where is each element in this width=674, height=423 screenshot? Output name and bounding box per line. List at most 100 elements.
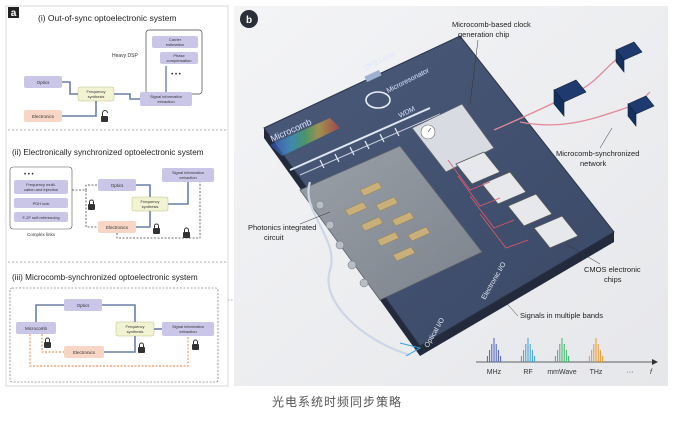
lock-icon-closed-2a xyxy=(88,199,95,210)
freq-mult-label-1: Frequency multi- xyxy=(26,182,56,187)
optics-box-3 xyxy=(64,299,102,311)
panel-b: b Microcomb DFB Laser Microresonator WDM xyxy=(234,6,668,386)
link-optics-freq-2 xyxy=(136,184,151,197)
clock-hand xyxy=(427,127,432,133)
frequency-label-1a: Frequency xyxy=(87,89,106,94)
phase-label-2: compensation xyxy=(167,58,192,63)
lock-icon-closed-2b xyxy=(153,223,160,234)
optics-box-1 xyxy=(24,76,62,88)
freq-mult-box xyxy=(14,180,68,194)
dsp-dots: • • • xyxy=(171,72,181,78)
signal-label-1b: extraction xyxy=(157,99,174,104)
signals-leader xyxy=(499,295,519,317)
panel-a-label-box xyxy=(8,7,19,18)
spectrum-band-label: MHz xyxy=(487,369,502,376)
complex-dots: • • • xyxy=(24,172,34,178)
signal-label-3b: extraction xyxy=(179,329,196,334)
electronics-label-3: Electronics xyxy=(73,350,96,355)
link-freq-signal-2 xyxy=(168,182,189,205)
link-optics-freq-3 xyxy=(102,304,136,322)
comb-sync-link-outer xyxy=(29,334,189,367)
panel-a-label: a xyxy=(11,8,17,19)
frequency-label-2b: synthesis xyxy=(142,204,159,209)
microcomb-box xyxy=(16,322,56,334)
waveguide-bus xyxy=(289,107,431,171)
spectrum-axis-arrow xyxy=(652,359,658,365)
microcomb-beam xyxy=(270,118,340,156)
optical-fiber xyxy=(307,181,411,357)
heavy-dsp-label: Heavy DSP xyxy=(112,53,139,59)
pic-couplers xyxy=(315,200,369,288)
panel-a: a (i) Out-of-sync optoelectronic system … xyxy=(5,5,229,387)
carrier-label-2: estimation xyxy=(166,42,184,47)
cmos-callout-1: CMOS electronic xyxy=(584,265,641,274)
phase-box xyxy=(160,52,198,64)
comb-sync-link-inner xyxy=(41,334,64,353)
link-comb-optics xyxy=(35,304,64,322)
network-node-1-side xyxy=(553,89,565,117)
signal-label-3a: Signal information xyxy=(172,324,204,329)
dashed-link-bottom xyxy=(116,182,201,239)
dashed-link-electronics xyxy=(85,190,98,228)
frequency-label-2a: Frequency xyxy=(141,199,160,204)
signals-callout: Signals in multiple bands xyxy=(520,311,603,320)
wdm-taps xyxy=(319,127,400,169)
pic-modulators xyxy=(344,181,431,262)
photonics-callout-1: Photonics integrated xyxy=(248,223,316,232)
link-freq-signal-1 xyxy=(114,93,140,100)
lock-icon-closed-3c xyxy=(192,339,199,350)
signal-label-1a: Signal information xyxy=(150,94,182,99)
section-electronically-sync: (ii) Electronically synchronized optoele… xyxy=(9,148,214,239)
section3-title: (iii) Microcomb-synchronized optoelectro… xyxy=(12,273,198,282)
electronics-label-2: Electronics xyxy=(106,225,129,230)
signal-box-2 xyxy=(162,168,214,182)
figure-caption: 光电系统时频同步策略 xyxy=(271,395,402,409)
dashed-link-optics xyxy=(72,184,98,191)
section-microcomb-sync: (iii) Microcomb-synchronized optoelectro… xyxy=(9,273,219,383)
complex-links-label: Complex links xyxy=(27,232,56,237)
section-out-of-sync: (i) Out-of-sync optoelectronic system He… xyxy=(24,13,203,122)
network-callout-1: Microcomb-synchronized xyxy=(556,149,639,158)
cmos-chip-3 xyxy=(507,193,553,227)
cmos-traces xyxy=(447,159,529,249)
cmos-leader xyxy=(565,243,601,265)
network-leader xyxy=(599,127,613,149)
link-electronics-freq-1 xyxy=(62,101,97,117)
cmos-callout-2: chips xyxy=(604,275,622,284)
cmos-chip-2 xyxy=(481,171,527,205)
phase-label-1: Phase xyxy=(173,53,185,58)
panel-b-label: b xyxy=(246,15,252,26)
dfb-laser xyxy=(364,69,382,83)
clock-chip-callout-2: generation chip xyxy=(458,30,509,39)
spectrum-band-label: mmWave xyxy=(547,369,576,376)
section3-box xyxy=(9,287,219,383)
signal-box-3 xyxy=(162,322,214,336)
spectrum-peaks xyxy=(486,338,604,362)
signal-box-1 xyxy=(140,92,192,106)
complex-links-box xyxy=(9,166,73,230)
clock-chip xyxy=(411,103,495,173)
spectrum-axis-label: f xyxy=(650,369,653,376)
signal-label-2b: extraction xyxy=(179,175,196,180)
electronics-box-2 xyxy=(98,221,136,233)
waveguide-bus-2 xyxy=(299,113,441,176)
frequency-label-1b: synthesis xyxy=(88,94,105,99)
lock-icon-closed-3b xyxy=(138,342,145,353)
spectrum-band-label: THz xyxy=(590,369,603,376)
link-electronics-freq-2 xyxy=(136,211,151,228)
fiber-arrow xyxy=(399,342,422,357)
f2f-label: F-2F self-referencing xyxy=(22,215,59,220)
photonics-leader xyxy=(299,211,331,225)
pdh-label: PDH lock xyxy=(33,201,50,206)
microcomb-label: Microcomb xyxy=(25,326,48,331)
network-node-2-side xyxy=(615,49,625,73)
panel-b-label-badge xyxy=(240,10,258,28)
freq-mult-label-2: cation and injection xyxy=(24,187,58,192)
clock-chip-callout-1: Microcomb-based clock xyxy=(452,20,531,29)
electronics-box-3 xyxy=(64,346,104,358)
optics-label-2: Optics xyxy=(111,183,125,188)
